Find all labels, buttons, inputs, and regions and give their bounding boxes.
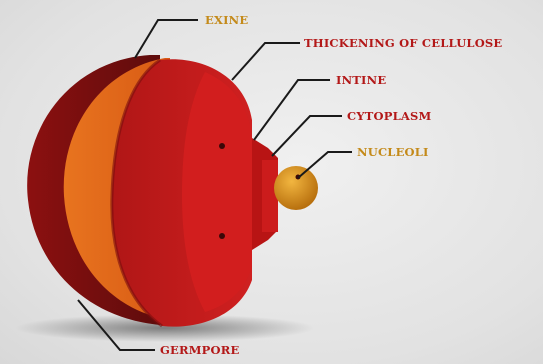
pore-dot-upper — [219, 143, 225, 149]
leader-intine — [254, 80, 330, 140]
label-cytoplasm: CYTOPLASM — [347, 109, 431, 123]
label-intine: INTINE — [336, 73, 386, 87]
label-germpore: GERMPORE — [160, 343, 239, 357]
label-exine: EXINE — [205, 13, 248, 27]
label-nucleoli: NUCLEOLI — [357, 145, 429, 159]
intine-layer — [182, 72, 252, 312]
nucleoli-sphere — [274, 166, 318, 210]
leader-cytoplasm — [272, 116, 342, 156]
leader-thickening — [232, 43, 300, 80]
leader-exine — [135, 20, 198, 58]
pore-dot-lower — [219, 233, 225, 239]
label-thickening: THICKENING OF CELLULOSE — [304, 36, 502, 50]
